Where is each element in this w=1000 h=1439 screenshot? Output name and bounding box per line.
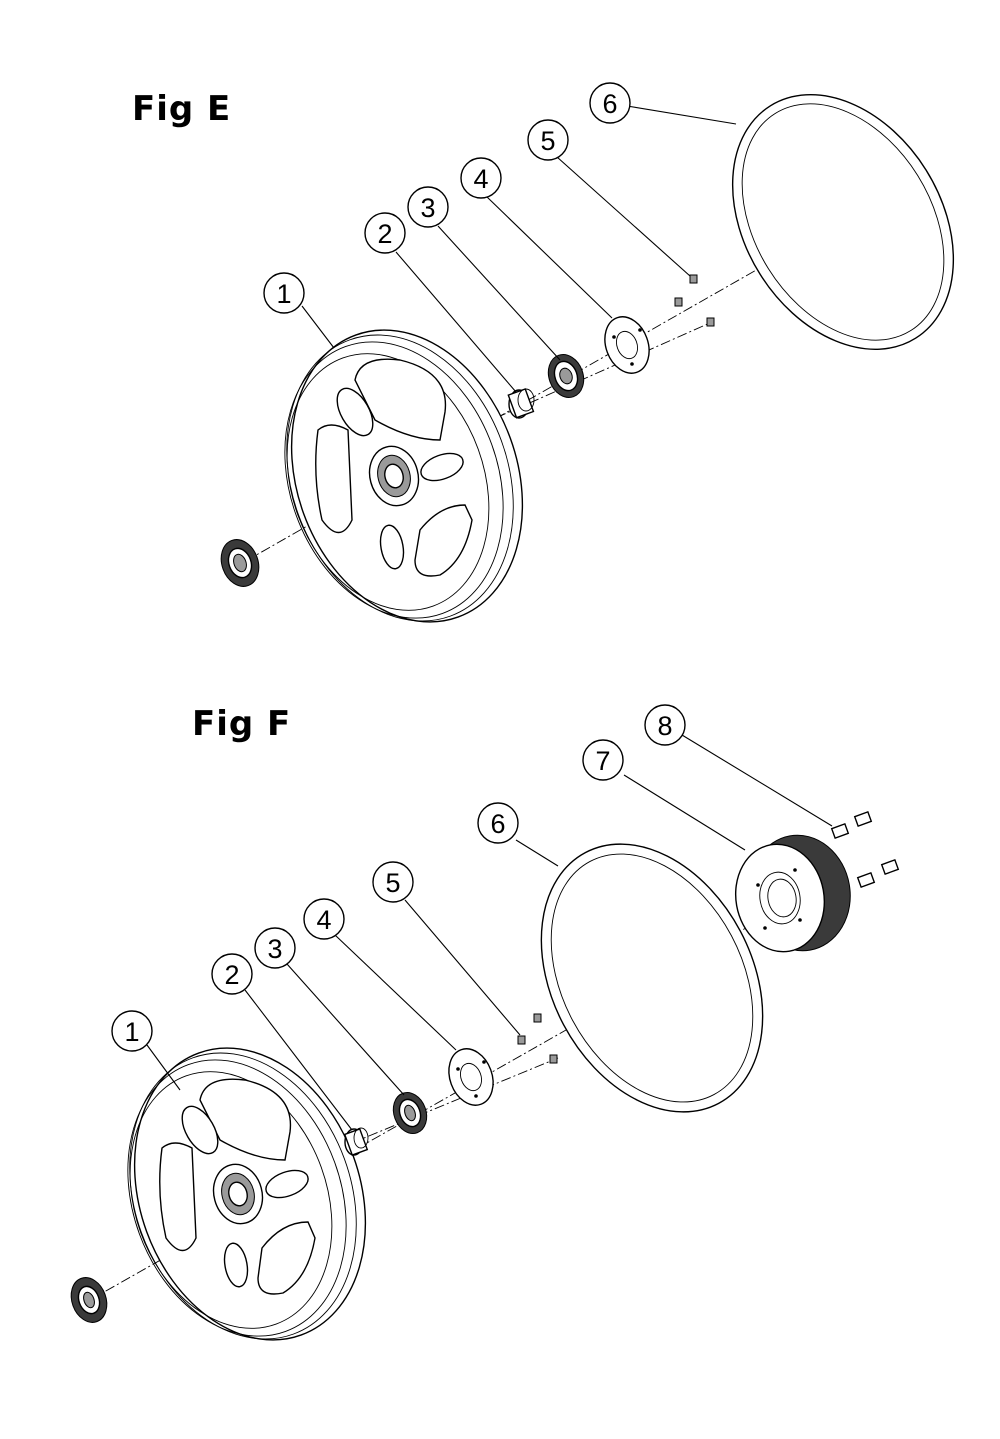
- svg-text:2: 2: [224, 960, 239, 990]
- svg-text:6: 6: [490, 809, 505, 839]
- fig-f-callout-4: 4: [303, 898, 345, 940]
- fig-f-pulley: [734, 834, 851, 953]
- fig-e-leader-1: [301, 305, 335, 349]
- svg-text:3: 3: [267, 934, 282, 964]
- fig-e-front-bearing: [220, 539, 260, 587]
- fig-f-axis-lower: [334, 1057, 559, 1151]
- svg-text:1: 1: [124, 1017, 139, 1047]
- fig-f-callout-3: 3: [254, 927, 296, 969]
- fig-f-bearing: [392, 1092, 428, 1134]
- fig-f-screws: [517, 1013, 558, 1064]
- fig-e-leader-2: [395, 251, 517, 393]
- svg-text:1: 1: [276, 279, 291, 309]
- fig-e-washer: [604, 316, 650, 374]
- fig-e-leader-6: [626, 105, 737, 125]
- svg-text:5: 5: [540, 126, 555, 156]
- fig-e: Fig E: [132, 82, 955, 623]
- svg-text:4: 4: [316, 905, 331, 935]
- fig-f-callout-8: 8: [644, 704, 686, 746]
- fig-f-wheel: [127, 1047, 367, 1341]
- fig-e-leader-5: [556, 156, 691, 277]
- fig-f-leader-1: [146, 1044, 181, 1091]
- fig-f-leader-3: [286, 963, 405, 1096]
- fig-f-callout-6: 6: [477, 802, 519, 844]
- fig-e-callout-1: 1: [263, 272, 305, 314]
- fig-e-leader-3: [437, 225, 561, 361]
- fig-e-callout-5: 5: [527, 119, 569, 161]
- svg-text:8: 8: [657, 711, 672, 741]
- fig-f-callout-7: 7: [582, 739, 624, 781]
- svg-text:2: 2: [377, 219, 392, 249]
- fig-f-leader-8: [681, 734, 833, 827]
- fig-e-leader-4: [485, 195, 613, 319]
- fig-e-screws: [674, 274, 715, 327]
- fig-f-front-bearing: [70, 1277, 108, 1323]
- fig-f-title: Fig F: [192, 704, 291, 744]
- fig-f-callout-1: 1: [111, 1010, 153, 1052]
- fig-f-bolts: [830, 811, 900, 888]
- svg-text:3: 3: [420, 193, 435, 223]
- fig-f-washer: [448, 1048, 494, 1106]
- fig-f-callout-5: 5: [372, 861, 414, 903]
- fig-f-leader-5: [404, 899, 521, 1036]
- fig-e-bearing: [547, 354, 585, 398]
- fig-f-leader-4: [334, 934, 457, 1051]
- svg-text:4: 4: [473, 164, 488, 194]
- svg-text:6: 6: [602, 89, 617, 119]
- fig-f-leader-2: [244, 989, 353, 1131]
- fig-f-callout-2: 2: [211, 953, 253, 995]
- fig-e-callout-4: 4: [460, 157, 502, 199]
- fig-e-callout-6: 6: [589, 82, 631, 124]
- svg-text:5: 5: [385, 868, 400, 898]
- fig-f-leader-6: [515, 839, 559, 867]
- fig-e-band: [731, 94, 955, 350]
- fig-e-wheel: [284, 329, 524, 623]
- fig-e-spacer: [507, 388, 535, 419]
- fig-e-callout-2: 2: [364, 212, 406, 254]
- fig-f: Fig F: [70, 704, 900, 1341]
- fig-f-band: [540, 843, 764, 1113]
- fig-e-title: Fig E: [132, 89, 231, 129]
- svg-text:7: 7: [595, 746, 610, 776]
- fig-e-callout-3: 3: [407, 186, 449, 228]
- fig-f-spacer: [343, 1127, 369, 1156]
- fig-f-leader-7: [623, 774, 746, 851]
